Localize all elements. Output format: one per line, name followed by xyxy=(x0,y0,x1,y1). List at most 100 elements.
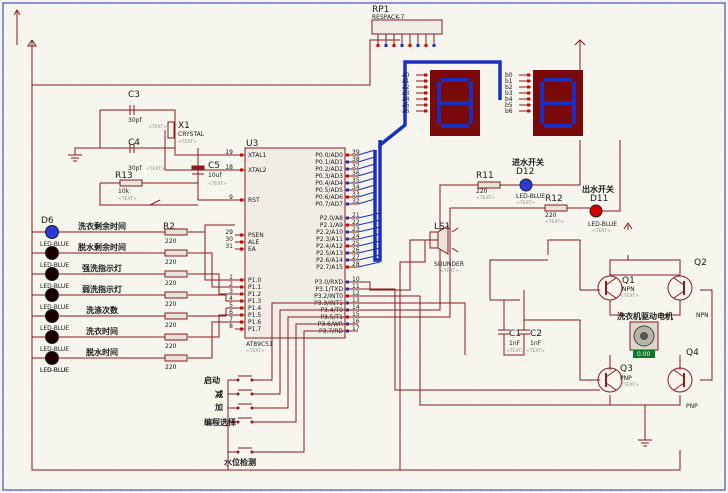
c4-value: 30pf xyxy=(128,165,142,172)
u3-right-pin-state xyxy=(346,153,349,157)
u3-left-pin-state xyxy=(240,299,243,303)
u3-left-pin-num: 3 xyxy=(229,288,233,295)
transistor xyxy=(597,275,623,301)
rp1-ref: RP1 xyxy=(372,5,389,15)
oscillator-section xyxy=(68,105,235,171)
segment xyxy=(441,78,469,82)
led-type-label: LED-BLUE xyxy=(40,325,69,332)
u3-right-pin-num: 10 xyxy=(352,276,360,283)
u3-right-pin-state xyxy=(346,181,349,185)
c3-value: 30pf xyxy=(128,117,142,124)
label-strong-wash: 强洗指示灯 xyxy=(82,263,122,273)
q1-ref: Q1 xyxy=(622,276,635,286)
u3-left-pin-state xyxy=(240,320,243,324)
u3-left-pin-state xyxy=(240,327,243,331)
u3-left-pin-state xyxy=(240,278,243,282)
u3-left-pin-num: 4 xyxy=(229,295,233,302)
u3-left-pin-name: RST xyxy=(248,197,260,204)
rp1-respack[interactable]: RP1 RESPACK-7 xyxy=(371,5,443,47)
c4-ref: C4 xyxy=(128,138,140,148)
u3-left-pin-name: P1.5 xyxy=(248,312,261,319)
u3-right-pin-name: P2.3/A11 xyxy=(316,236,343,243)
rp1-pin-state xyxy=(400,44,404,47)
rp1-pin-state xyxy=(416,44,420,47)
q4-value: PNP xyxy=(686,403,698,410)
d11-ref: D11 xyxy=(590,194,608,204)
label-plus: 加 xyxy=(214,402,223,412)
led-blue-label: LED-BLUE xyxy=(40,367,69,374)
seg-pin-state xyxy=(527,97,530,101)
u3-body[interactable] xyxy=(244,147,346,339)
power-rails xyxy=(13,9,681,471)
c2-ref: C2 xyxy=(530,329,542,339)
u3-right-pin-state xyxy=(346,251,349,255)
motor-value: 0.00 xyxy=(637,351,651,358)
u3-left-pin-state xyxy=(240,198,243,202)
seg-pin-state xyxy=(424,103,427,107)
transistor xyxy=(597,367,623,393)
u3-left-pin-state xyxy=(240,292,243,296)
segment xyxy=(441,101,469,105)
u3-right-pin-name: P0.1/AD1 xyxy=(315,159,343,166)
indicator-led xyxy=(45,267,59,281)
u3-left-pin-num: 6 xyxy=(229,309,233,316)
water-out-circuit xyxy=(544,140,621,218)
transistor-emitter xyxy=(673,290,685,299)
seg-pin-label: b1 xyxy=(505,78,513,85)
u3-left-pin-state xyxy=(240,285,243,289)
rp1-pin-state xyxy=(392,44,396,47)
seg-pin-label: a5 xyxy=(402,102,410,109)
u3-right-pin-name: P2.4/A12 xyxy=(316,243,343,250)
transistor-emitter xyxy=(605,290,617,299)
u3-ref: U3 xyxy=(246,139,258,149)
seg-pin-state xyxy=(527,79,530,83)
motor[interactable]: 0.00 xyxy=(629,321,659,358)
p1-wiring xyxy=(188,224,237,359)
u3-left-pin-num: 5 xyxy=(229,302,233,309)
bus-tap xyxy=(357,261,381,268)
u3-right-pin-num: 38 xyxy=(352,156,360,163)
led-resistor-value: 220 xyxy=(165,364,177,371)
r11-ref: R11 xyxy=(476,171,494,181)
indicator-led xyxy=(45,330,59,344)
c2-value: 1nF xyxy=(530,340,542,347)
label-rinse-count: 洗涤次数 xyxy=(86,305,119,315)
segment xyxy=(437,82,441,103)
label-level: 水位检测 xyxy=(223,457,256,467)
rp1-value: RESPACK-7 xyxy=(372,14,405,21)
u3-right-pin-num: 36 xyxy=(352,170,360,177)
button-contact xyxy=(236,450,240,454)
led-type-label: LED-BLUE xyxy=(40,346,69,353)
led-resistor xyxy=(164,270,188,278)
u3-right-pin-num: 28 xyxy=(352,261,360,268)
label-program: 编程选择 xyxy=(204,417,237,427)
u3-right-pin-state xyxy=(346,216,349,220)
led-resistor xyxy=(164,228,188,236)
u3-left-pin-name: P1.1 xyxy=(248,284,261,291)
led-resistor-value: 220 xyxy=(165,259,177,266)
ls1-sounder[interactable] xyxy=(399,225,459,470)
bus-tap xyxy=(357,212,381,219)
u3-right-pin-state xyxy=(346,265,349,269)
u3-right-pin-name: P2.5/A13 xyxy=(316,250,343,257)
bus-tap xyxy=(357,149,376,156)
segment xyxy=(469,82,473,103)
u3-right-pin-state xyxy=(346,237,349,241)
u3-right-pin-name: P3.1/TXD xyxy=(315,286,343,293)
u3-right-pin-state xyxy=(346,223,349,227)
u3-right-pin-state xyxy=(346,188,349,192)
u3-right-pin-num: 39 xyxy=(352,149,360,156)
segment xyxy=(544,124,572,128)
rp1-pin-state xyxy=(376,44,380,47)
u3-left-pin-num: 31 xyxy=(225,243,233,250)
u3-right-pin-name: P0.6/AD6 xyxy=(315,194,343,201)
segment xyxy=(572,82,576,103)
transistor-emitter xyxy=(605,382,617,391)
c1-ref: C1 xyxy=(509,329,521,339)
led-resistor-value: 220 xyxy=(165,343,177,350)
bus-tap xyxy=(357,156,376,163)
ls1-ref: LS1 xyxy=(434,222,450,232)
bus-tap xyxy=(357,170,376,177)
